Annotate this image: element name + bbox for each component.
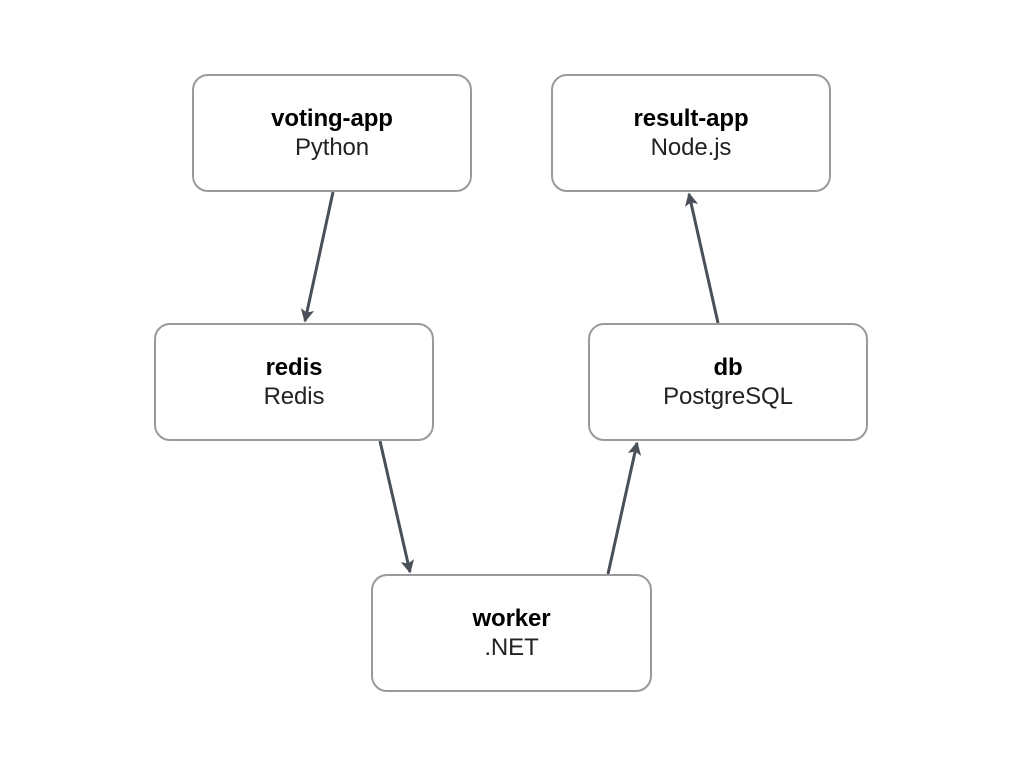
edge-redis-to-worker (378, 440, 414, 574)
node-subtitle: Redis (263, 383, 325, 410)
node-subtitle: PostgreSQL (663, 383, 793, 410)
node-worker[interactable]: worker .NET (371, 574, 652, 692)
node-voting-app[interactable]: voting-app Python (192, 74, 472, 192)
edge-db-to-result-app (684, 192, 720, 324)
edge-voting-app-to-redis (300, 191, 335, 323)
node-result-app[interactable]: result-app Node.js (551, 74, 831, 192)
edge-worker-to-db (606, 441, 642, 575)
node-title: result-app (633, 104, 749, 132)
node-db[interactable]: db PostgreSQL (588, 323, 868, 441)
node-subtitle: Python (294, 134, 370, 161)
node-title: redis (265, 353, 323, 381)
node-title: worker (472, 604, 551, 632)
node-redis[interactable]: redis Redis (154, 323, 434, 441)
node-title: voting-app (271, 104, 393, 132)
node-title: db (713, 353, 743, 381)
node-subtitle: Node.js (650, 134, 732, 161)
node-subtitle: .NET (484, 634, 539, 661)
